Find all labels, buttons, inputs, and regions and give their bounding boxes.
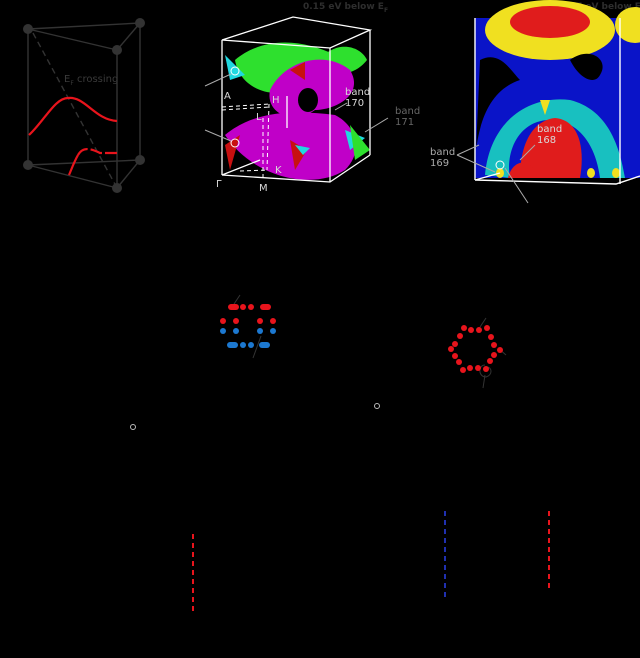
dot-array <box>220 294 276 359</box>
point-label-k: K <box>275 165 282 176</box>
panel-title: 0.27 eV below EF <box>560 2 640 12</box>
marker-circle-left <box>130 424 136 430</box>
point-label-h: H <box>272 95 280 106</box>
prism-panel: EF crossing <box>0 0 200 200</box>
fermi-surface-render <box>204 16 389 183</box>
rect-dot-pattern <box>200 280 300 360</box>
marker-circle-right <box>374 403 380 409</box>
ef-crossing-label: EF crossing <box>64 74 119 87</box>
fermi-surface-render <box>456 0 640 204</box>
point-label-l: L <box>256 112 262 123</box>
panel-title: 0.15 eV below EF <box>303 2 389 14</box>
dot-array <box>448 317 507 389</box>
point-label-gamma: Γ <box>216 179 222 190</box>
hex-dot-pattern <box>430 305 520 395</box>
point-label-a: A <box>224 91 231 102</box>
prism-diagram <box>23 18 145 193</box>
point-label-m: M <box>259 183 268 194</box>
fermi-surface-panel-015: 0.15 eV below EF <box>195 0 435 200</box>
